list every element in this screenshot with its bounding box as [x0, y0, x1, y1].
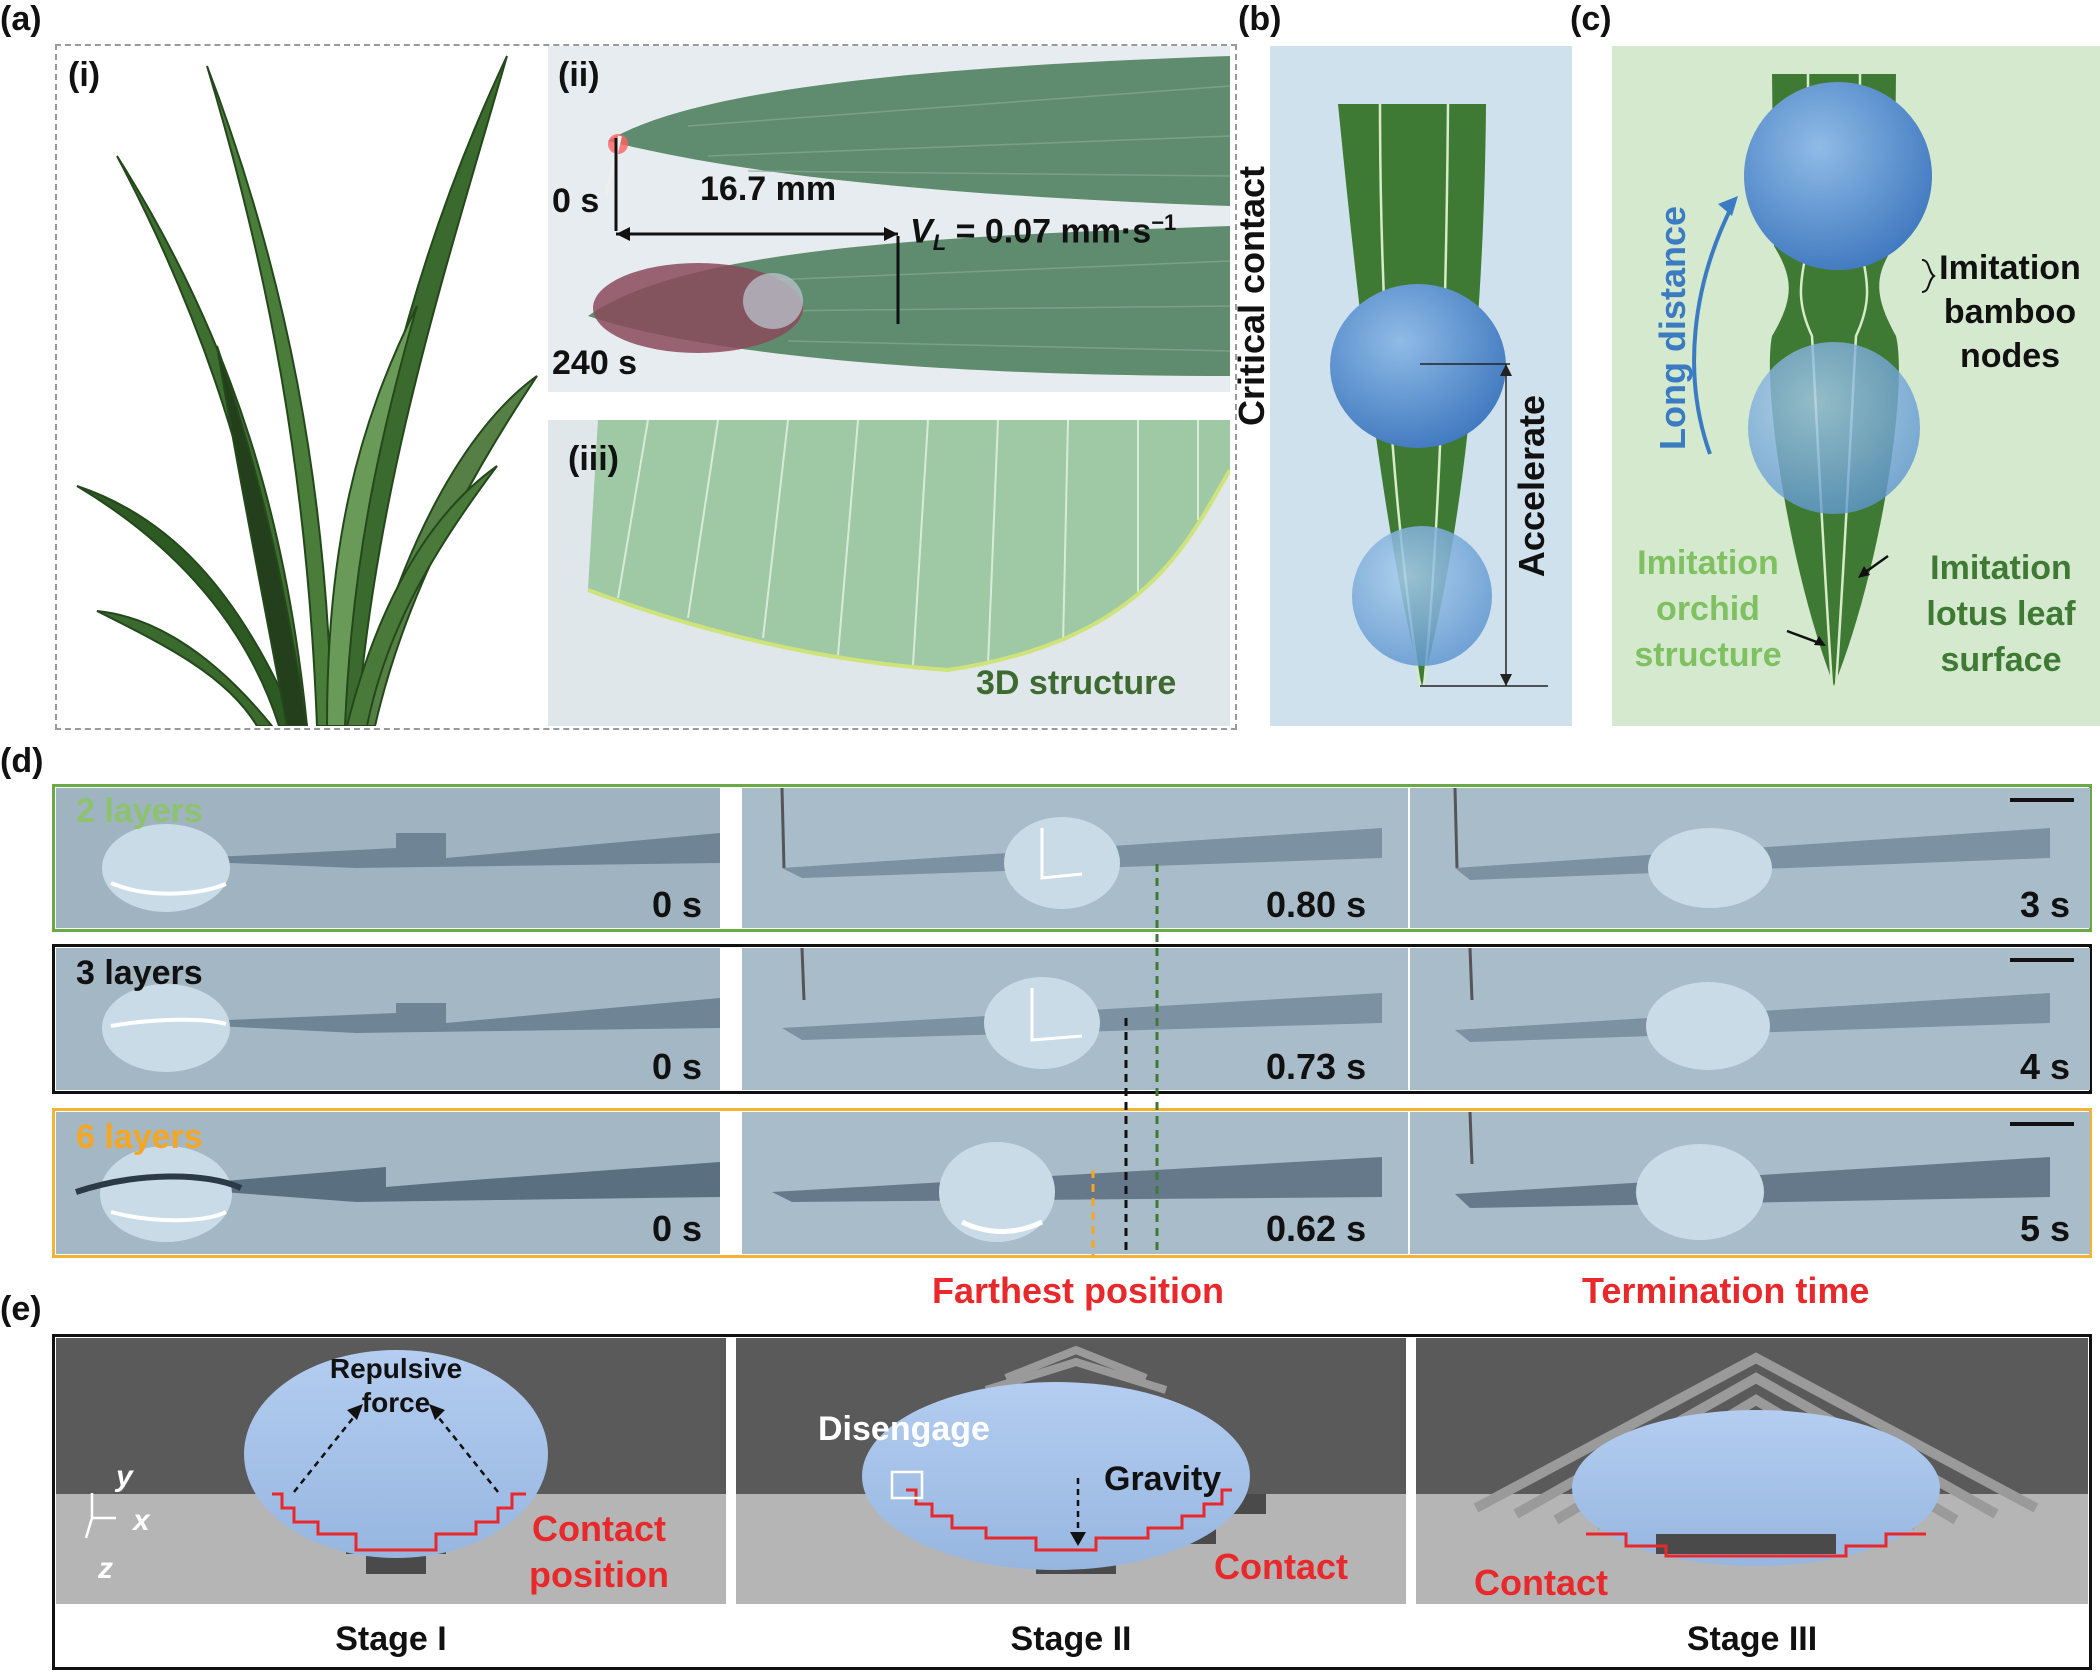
axis-y-label: y — [116, 1460, 133, 1493]
frame-6layers-0s — [56, 1112, 720, 1254]
leaf-droplet-photo — [548, 46, 1230, 392]
scale-bar-row-2 — [2010, 958, 2074, 962]
orchid-label-line-1: Imitation — [1637, 544, 1779, 582]
layer-label-3: 3 layers — [76, 954, 203, 992]
time-r2-c2: 0.73 s — [1266, 1046, 1367, 1087]
row-frame-6-layers — [52, 1108, 2092, 1258]
time-end-label: 240 s — [552, 344, 638, 382]
stage-1-diagram — [56, 1338, 726, 1604]
axis-z-label: z — [98, 1552, 113, 1585]
velocity-symbol: V — [910, 212, 933, 251]
contact-position-line-1: Contact — [532, 1508, 666, 1549]
velocity-subscript: L — [932, 230, 947, 256]
contact-position-label: Contact position — [522, 1506, 676, 1598]
panel-a-label: (a) — [0, 0, 42, 38]
frame-3layers-4s — [1410, 948, 2090, 1090]
lotus-label-line-2: lotus leaf — [1926, 595, 2076, 633]
orchid-label-line-3: structure — [1634, 636, 1782, 674]
time-r2-c1: 0 s — [652, 1046, 703, 1087]
bamboo-label: Imitation bamboo nodes — [1930, 246, 2090, 378]
repulsive-force-line-1: Repulsive — [329, 1353, 463, 1384]
orchid-label: Imitation orchid structure — [1612, 540, 1804, 678]
frame-2layers-080s — [742, 788, 1408, 928]
panel-a-frame — [55, 44, 1237, 730]
frame-3layers-073s — [742, 948, 1408, 1090]
panel-e-frame — [52, 1334, 2092, 1670]
stage-1-label: Stage I — [335, 1620, 447, 1658]
time-r3-c2: 0.62 s — [1266, 1208, 1367, 1249]
panel-b-label: (b) — [1238, 0, 1282, 38]
scale-bar-row-3 — [2010, 1122, 2074, 1126]
velocity-exponent: −1 — [1151, 210, 1177, 235]
time-r1-c1: 0 s — [652, 884, 703, 925]
row-frame-3-layers — [52, 944, 2092, 1094]
panel-c-label: (c) — [1570, 0, 1612, 38]
structure-label: 3D structure — [976, 664, 1177, 702]
stage-3-label: Stage III — [1686, 1620, 1818, 1658]
lotus-label-line-3: surface — [1940, 641, 2062, 679]
orchid-label-line-2: orchid — [1656, 590, 1760, 628]
time-r3-c1: 0 s — [652, 1208, 703, 1249]
sub-iii-label: (iii) — [568, 440, 619, 478]
lotus-label: Imitation lotus leaf surface — [1906, 545, 2096, 683]
stage-2-label: Stage II — [1010, 1620, 1132, 1658]
sub-ii-label: (ii) — [558, 56, 600, 94]
panel-b-diagram — [1270, 46, 1572, 726]
lotus-label-line-1: Imitation — [1930, 549, 2072, 587]
velocity-value: = 0.07 mm·s — [946, 212, 1152, 251]
repulsive-force-label: Repulsive force — [326, 1352, 466, 1420]
time-r3-c3: 5 s — [2020, 1208, 2071, 1249]
sub-i-label: (i) — [68, 56, 101, 94]
time-r1-c2: 0.80 s — [1266, 884, 1367, 925]
layer-label-2: 2 layers — [76, 792, 203, 830]
disengage-label: Disengage — [818, 1410, 990, 1448]
orchid-plant-photo — [57, 46, 547, 726]
velocity-label: VL = 0.07 mm·s−1 — [910, 210, 1176, 256]
axis-x-label: x — [133, 1504, 150, 1537]
frame-2layers-3s — [1410, 788, 2090, 928]
repulsive-force-line-2: force — [361, 1387, 431, 1418]
time-r2-c3: 4 s — [2020, 1046, 2071, 1087]
time-start-label: 0 s — [552, 182, 600, 220]
scale-bar-row-1 — [2010, 798, 2074, 802]
contact-position-line-2: position — [529, 1554, 669, 1595]
frame-3layers-0s — [56, 948, 720, 1090]
panel-c-diagram — [1612, 46, 2100, 726]
panel-d-label: (d) — [0, 742, 44, 780]
leaf-3d-structure-photo — [548, 420, 1230, 726]
gravity-label: Gravity — [1104, 1460, 1222, 1498]
termination-time-label: Termination time — [1582, 1270, 1870, 1311]
row-frame-2-layers — [52, 784, 2092, 932]
contact-label-stage-2: Contact — [1214, 1546, 1348, 1587]
distance-label: 16.7 mm — [700, 170, 837, 208]
farthest-position-label: Farthest position — [932, 1270, 1225, 1311]
stage-2-diagram — [736, 1338, 1406, 1604]
stage-3-diagram — [1416, 1338, 2088, 1604]
frame-6layers-5s — [1410, 1112, 2090, 1254]
bamboo-label-line-2: bamboo — [1943, 293, 2077, 331]
contact-label-stage-3: Contact — [1474, 1562, 1608, 1603]
panel-e-label: (e) — [0, 1290, 42, 1328]
bamboo-label-line-1: Imitation — [1939, 249, 2081, 287]
layer-label-6: 6 layers — [76, 1118, 203, 1156]
frame-6layers-062s — [742, 1112, 1408, 1254]
frame-2layers-0s — [56, 788, 720, 928]
bamboo-label-line-3: nodes — [1959, 337, 2061, 375]
time-r1-c3: 3 s — [2020, 884, 2071, 925]
